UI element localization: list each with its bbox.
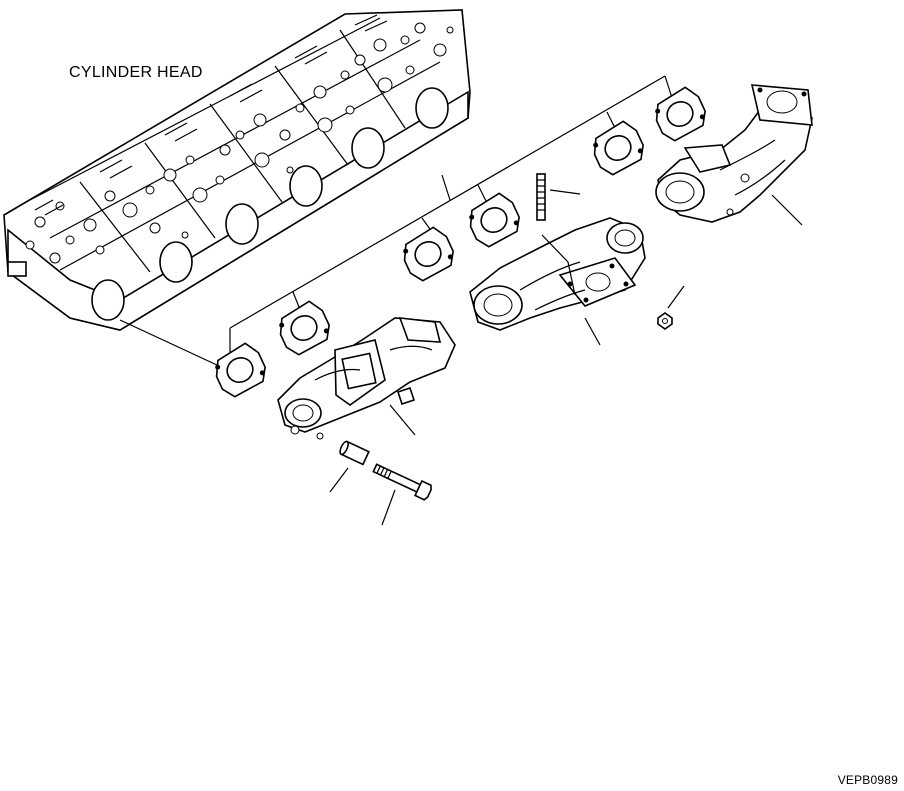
gasket-2 [279, 300, 330, 356]
stud-leader [549, 189, 581, 195]
spacer [339, 440, 370, 466]
gasket-5 [593, 120, 644, 176]
rear-manifold-leader [771, 194, 803, 226]
figure-code: VEPB0989 [837, 773, 898, 787]
head-leader-line [119, 319, 233, 373]
spacer-leader [329, 467, 349, 493]
exhaust-manifold-front [277, 317, 456, 440]
cylinder-head-label: CYLINDER HEAD [69, 64, 203, 81]
nut-leader [667, 285, 685, 309]
gasket-4 [469, 192, 520, 248]
nut [657, 312, 673, 330]
stud [536, 173, 546, 221]
gasket-1 [215, 342, 266, 398]
bolt [372, 463, 432, 501]
gasket-3 [403, 226, 454, 282]
center-bracket-line [541, 234, 576, 296]
gasket-6 [655, 86, 706, 142]
exhaust-manifold-rear [655, 84, 813, 223]
front-manifold-leader [389, 404, 416, 436]
cylinder-head [3, 9, 471, 331]
bolt-leader [381, 489, 396, 526]
exhaust-manifold-center [469, 217, 646, 331]
center-manifold-leader [584, 317, 601, 346]
